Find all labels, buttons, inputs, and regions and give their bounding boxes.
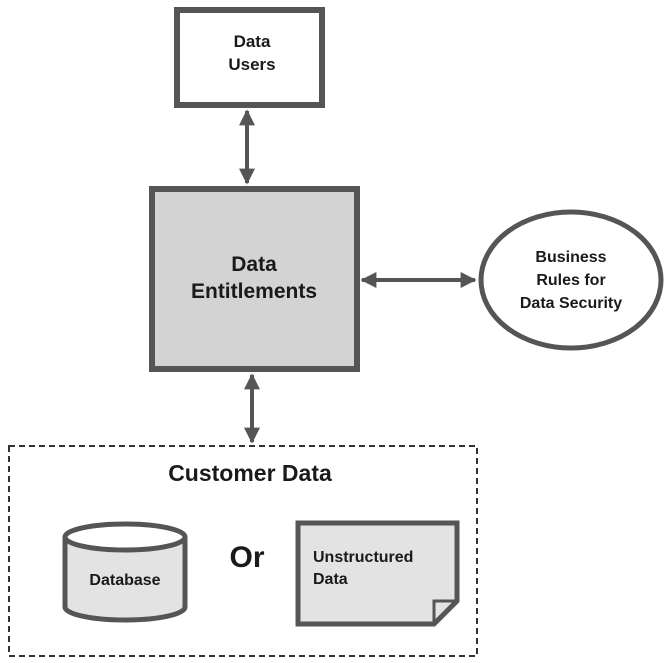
customer-data-container: Customer Data <box>8 445 478 657</box>
unstructured-data-document: Unstructured Data <box>295 520 460 627</box>
unstructured-label-line1: Unstructured <box>313 549 413 566</box>
database-label: Database <box>89 572 160 589</box>
entitlements-label-line2: Entitlements <box>191 280 317 303</box>
entitlements-label-line1: Data <box>231 253 277 276</box>
data-users-label-line2: Users <box>228 55 275 74</box>
business-rules-label-line1: Business <box>535 249 606 266</box>
data-users-label-line1: Data <box>234 32 271 51</box>
business-rules-label-line3: Data Security <box>520 295 622 312</box>
data-entitlements-box: Data Entitlements <box>149 186 360 372</box>
database-cylinder: Database <box>62 521 188 623</box>
customer-data-title: Customer Data <box>168 460 332 486</box>
business-rules-label-line2: Rules for <box>536 272 605 289</box>
unstructured-label-line2: Data <box>313 571 348 588</box>
data-users-box: Data Users <box>174 7 325 108</box>
business-rules-ellipse: Business Rules for Data Security <box>478 209 664 351</box>
or-label: Or <box>229 541 264 574</box>
